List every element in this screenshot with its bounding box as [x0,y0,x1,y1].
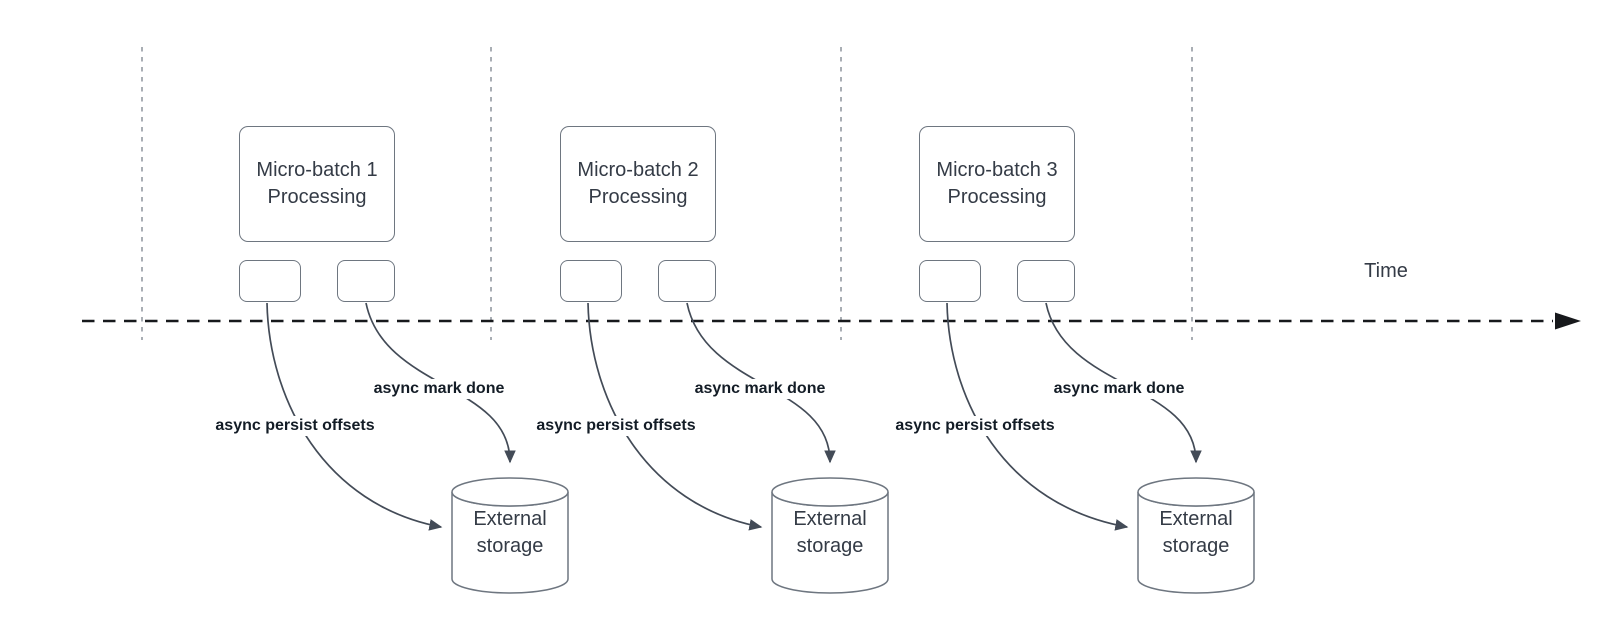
cylinder-top-2 [771,477,889,507]
mark-done-label-2: async mark done [691,379,829,399]
external-storage-cylinder-1 [451,477,569,594]
task-box-2-right [658,260,716,302]
persist-offsets-arrow-1 [266,302,443,531]
external-storage-label-2-line2: storage [796,535,864,557]
micro-batch-3-title-line1: Micro-batch 3 [936,159,1058,181]
external-storage-label-3: External storage [1136,506,1256,560]
external-storage-cylinder-3 [1137,477,1255,594]
external-storage-label-2-line1: External [793,508,867,530]
persist-offsets-label-3: async persist offsets [892,416,1058,436]
mark-done-label-1: async mark done [370,379,508,399]
external-storage-label-2: External storage [770,506,890,560]
external-storage-label-1-line1: External [473,508,547,530]
persist-offsets-arrow-3 [946,302,1129,531]
micro-batch-3-box: Micro-batch 3 Processing [919,126,1075,242]
task-box-1-right [337,260,395,302]
cylinder-top-1 [451,477,569,507]
external-storage-label-1-line2: storage [476,535,544,557]
external-storage-label-3-line1: External [1159,508,1233,530]
micro-batch-2-title-line2: Processing [588,186,688,208]
external-storage-label-1: External storage [450,506,570,560]
micro-batch-1-title-line1: Micro-batch 1 [256,159,378,181]
task-box-2-left [560,260,622,302]
micro-batch-1-title-line2: Processing [267,186,367,208]
micro-batch-2-box: Micro-batch 2 Processing [560,126,716,242]
persist-offsets-label-2: async persist offsets [533,416,699,436]
micro-batch-1-box: Micro-batch 1 Processing [239,126,395,242]
mark-done-label-3: async mark done [1050,379,1188,399]
persist-offsets-arrow-2 [587,302,763,531]
time-axis-arrowhead-icon [1555,312,1581,330]
external-storage-label-3-line2: storage [1162,535,1230,557]
time-axis-label: Time [1364,260,1408,282]
micro-batch-3-title-line2: Processing [947,186,1047,208]
task-box-3-right [1017,260,1075,302]
micro-batch-2-title-line1: Micro-batch 2 [577,159,699,181]
task-box-1-left [239,260,301,302]
external-storage-cylinder-2 [771,477,889,594]
task-box-3-left [919,260,981,302]
persist-offsets-label-1: async persist offsets [212,416,378,436]
cylinder-top-3 [1137,477,1255,507]
